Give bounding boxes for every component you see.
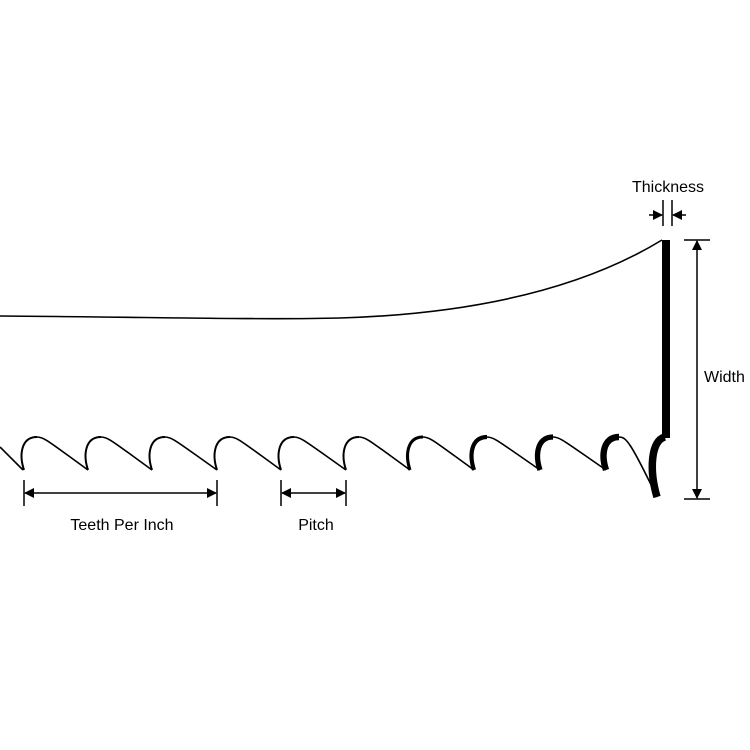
- teeth-per-inch-label: Teeth Per Inch: [70, 517, 173, 534]
- blade-spine-thickness: [662, 240, 670, 438]
- tooth-front: [535, 434, 554, 471]
- teeth-per-inch-dimension: [23, 480, 218, 506]
- tooth-front: [342, 436, 360, 471]
- tooth-front: [277, 436, 295, 471]
- blade-back-edge: [0, 239, 663, 320]
- tooth-front: [84, 436, 102, 471]
- pitch-label: Pitch: [298, 517, 334, 534]
- tooth-front: [469, 434, 488, 471]
- tooth-back: [486, 436, 541, 471]
- pitch-dimension: [280, 480, 347, 506]
- tooth-front: [148, 436, 166, 471]
- tooth-back: [358, 436, 411, 471]
- width-dimension: [684, 239, 710, 500]
- tooth-back: [36, 436, 89, 471]
- tooth-back: [229, 436, 282, 471]
- thickness-dimension: [649, 200, 686, 226]
- width-label: Width: [704, 369, 745, 386]
- tooth-front: [406, 435, 424, 471]
- tooth-front: [213, 436, 231, 471]
- tooth-back: [422, 436, 475, 471]
- tooth-back: [552, 436, 607, 471]
- tooth-edge: [0, 446, 24, 471]
- tooth-front: [600, 433, 620, 472]
- tooth-back: [164, 436, 218, 471]
- tooth-front: [20, 436, 38, 471]
- blade-teeth: [0, 433, 667, 499]
- tooth-front: [648, 433, 667, 499]
- tooth-back: [293, 436, 347, 471]
- tooth-back: [100, 436, 153, 471]
- thickness-label: Thickness: [632, 179, 704, 196]
